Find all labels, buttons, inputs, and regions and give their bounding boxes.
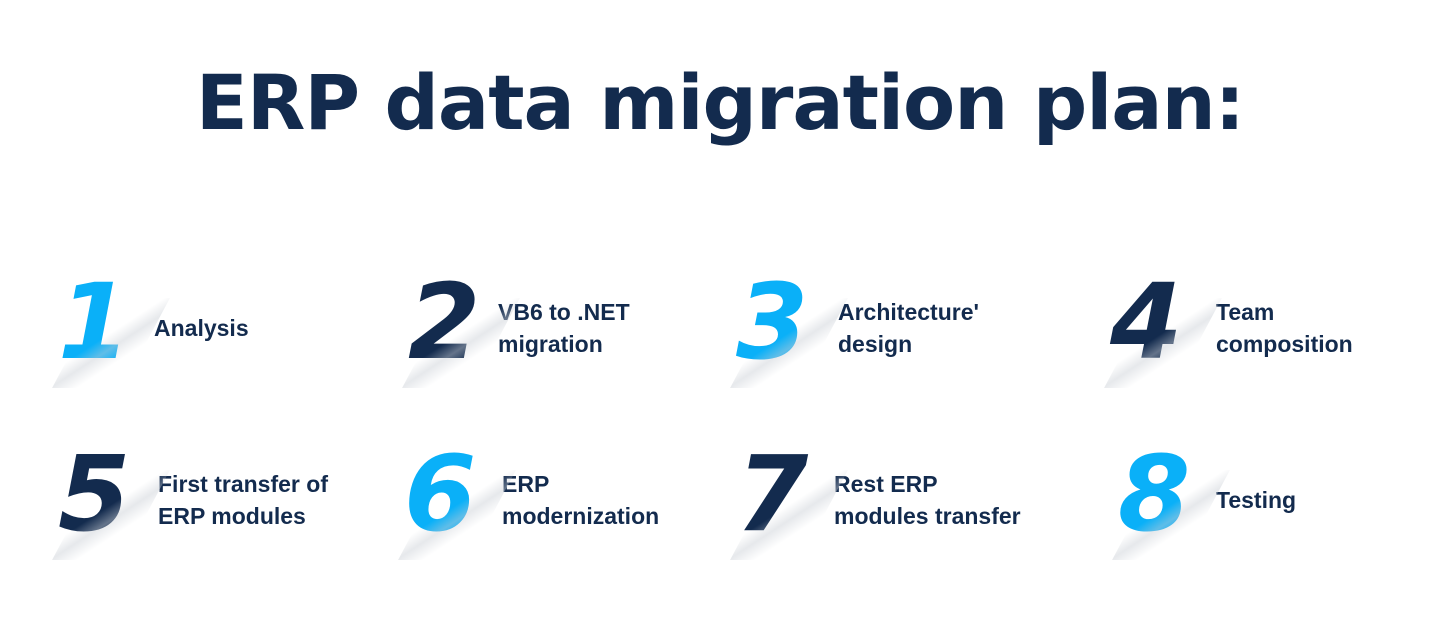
step-number-7: 7 [736,433,808,555]
step-label: Architecture'design [838,299,979,357]
step-label: Analysis [154,315,249,341]
step-1: 1 Analysis [52,270,249,388]
step-3: 3 Architecture'design [730,270,979,388]
step-number-5: 5 [58,433,130,555]
step-number-8: 8 [1118,433,1190,555]
step-number-4: 4 [1110,261,1182,383]
step-8: 8 Testing [1112,442,1297,560]
step-label: Testing [1216,487,1297,513]
step-number-1: 1 [58,261,130,383]
step-number-2: 2 [408,261,480,383]
page-title: ERP data migration plan: [195,58,1245,147]
step-number-6: 6 [404,433,476,555]
step-number-3: 3 [736,261,808,383]
